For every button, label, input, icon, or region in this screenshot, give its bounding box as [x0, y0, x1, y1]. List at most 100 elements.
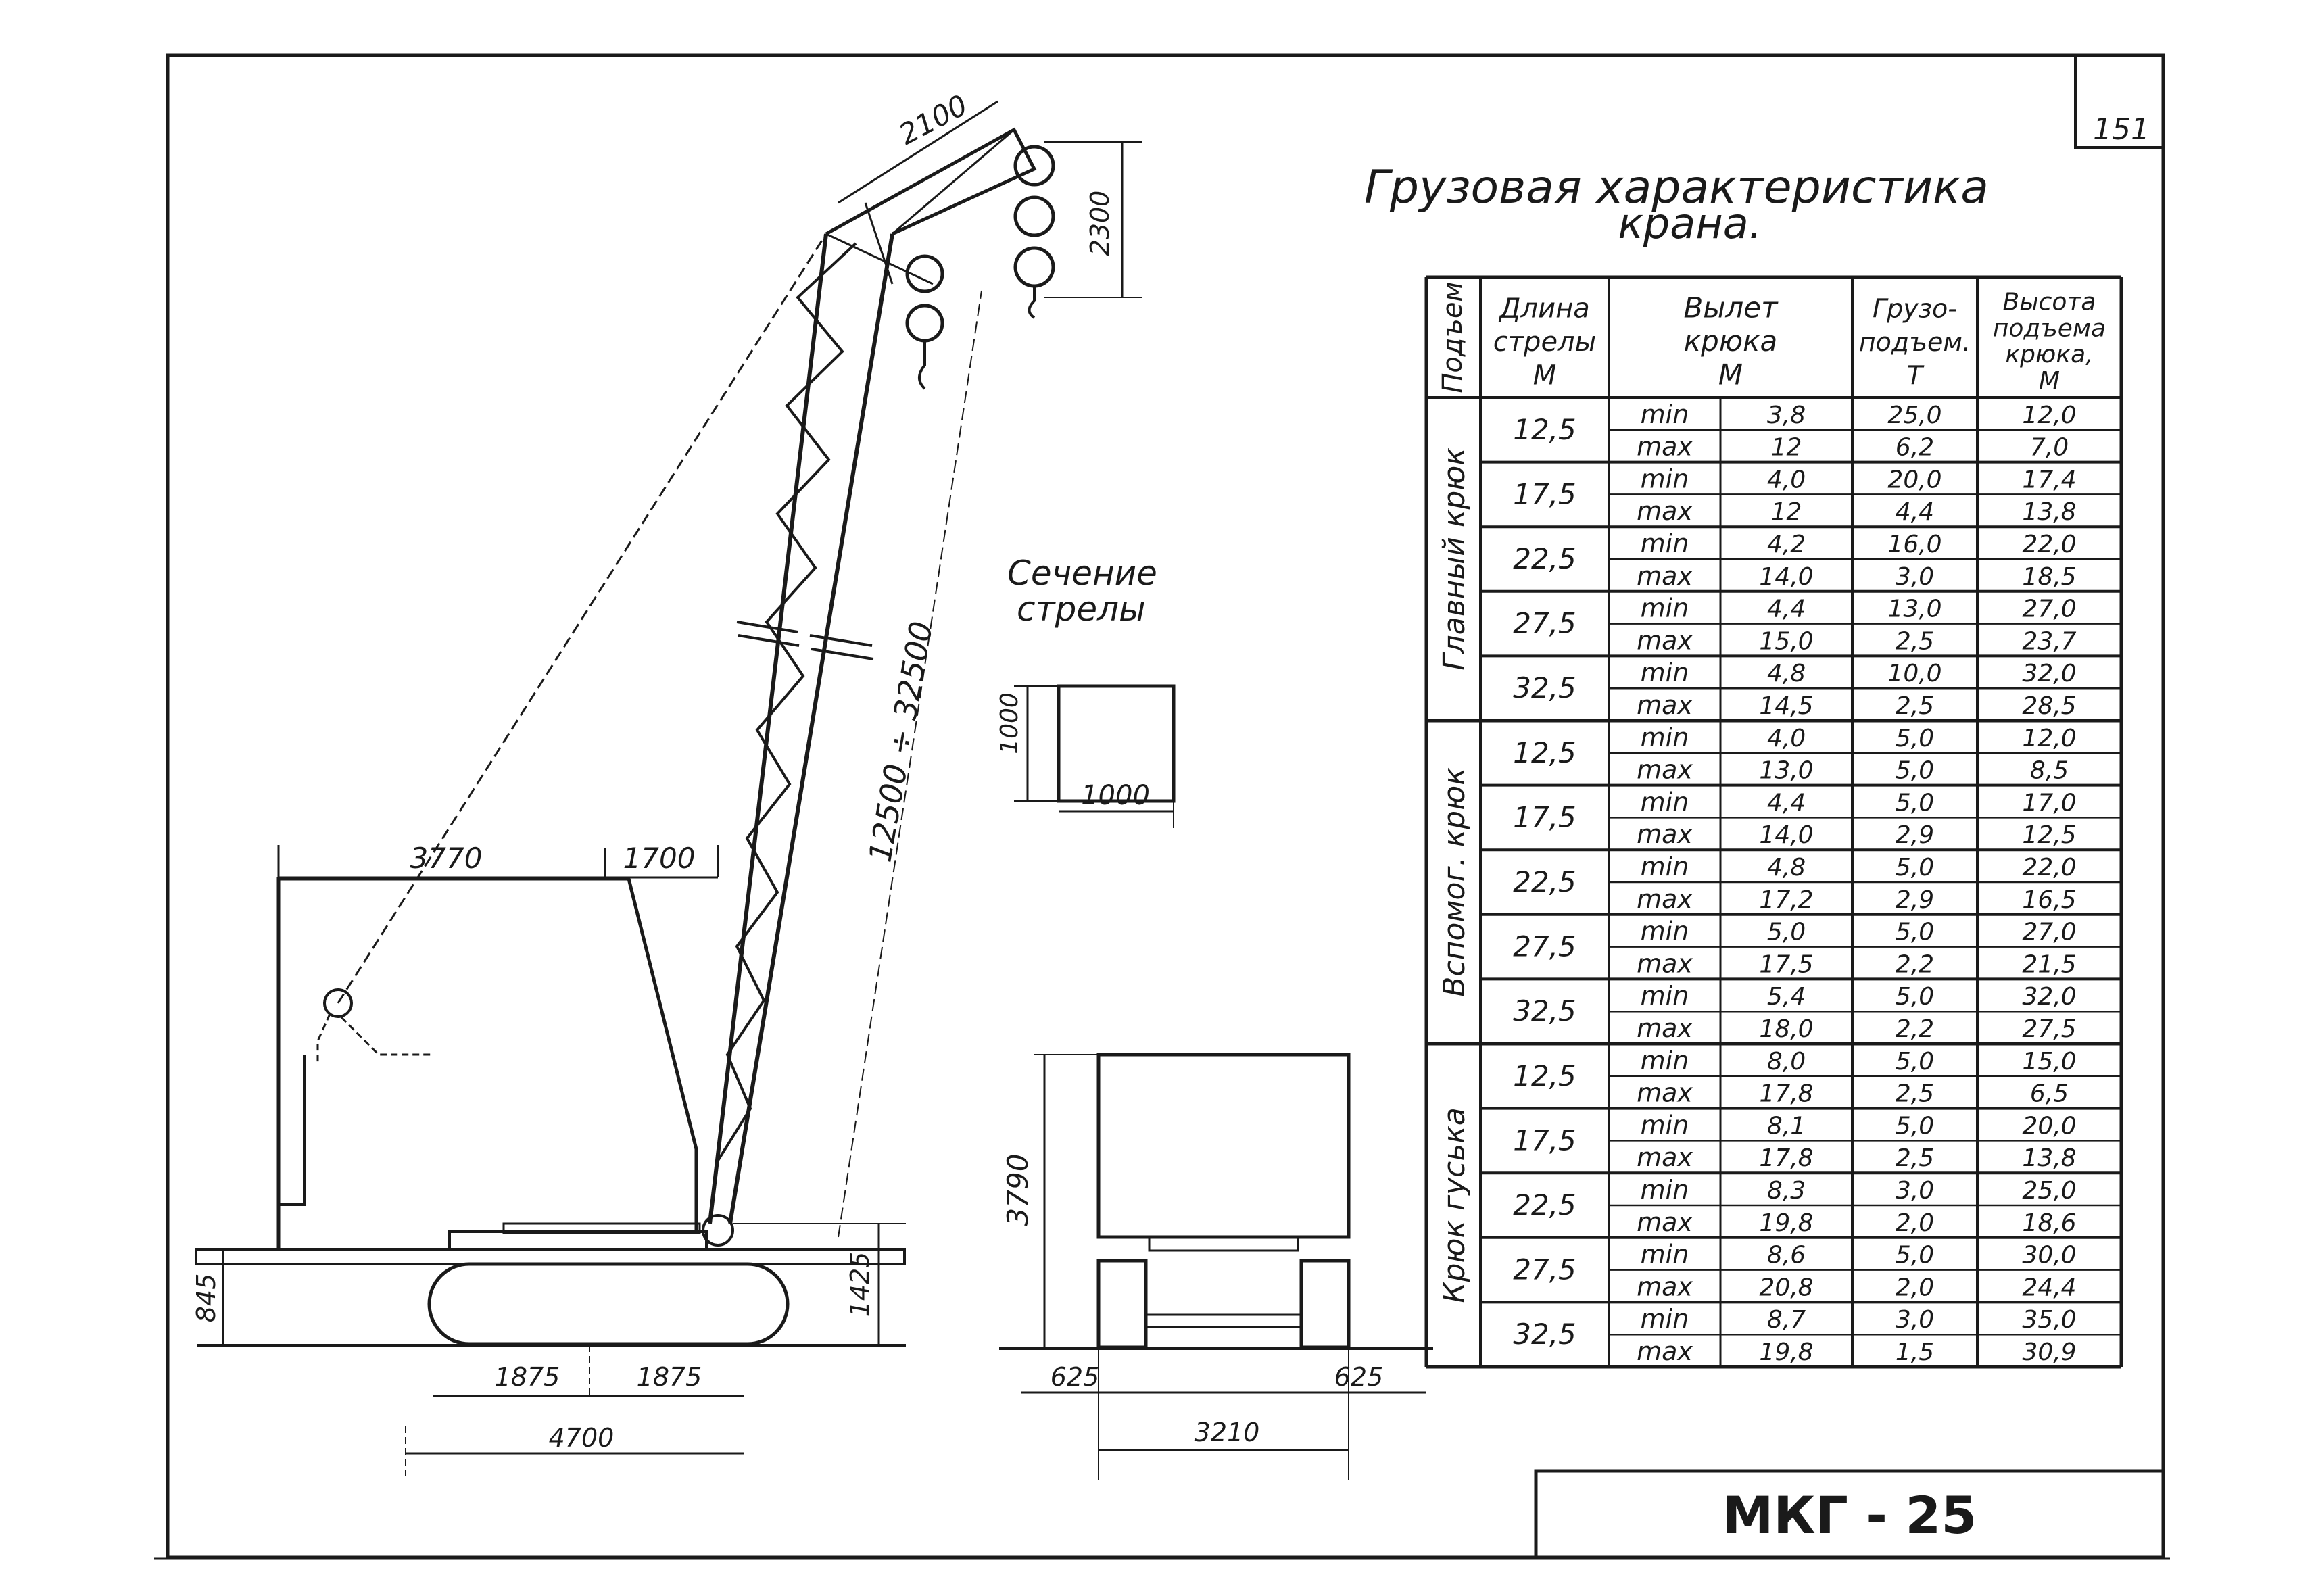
page-number-box: 151 — [2074, 55, 2163, 149]
height-cell: 13,8 — [2022, 1144, 2076, 1172]
header-boom-length: М — [1533, 360, 1557, 391]
boom — [708, 127, 1037, 1224]
height-cell: 17,0 — [2022, 789, 2076, 817]
height-cell: 30,9 — [2022, 1338, 2076, 1366]
height-cell: 23,7 — [2022, 627, 2076, 655]
mode-cell: min — [1641, 400, 1689, 429]
capacity-cell: 3,0 — [1896, 1306, 1934, 1334]
height-cell: 8,5 — [2030, 757, 2069, 785]
dim-rear-track-left: 625 — [1051, 1362, 1100, 1392]
page-number: 151 — [2093, 112, 2150, 147]
capacity-cell: 5,0 — [1896, 1242, 1934, 1269]
capacity-cell: 2,5 — [1896, 1144, 1934, 1172]
mode-cell: max — [1637, 561, 1693, 591]
dim-rear-gauge: 3210 — [1195, 1418, 1260, 1447]
boom-length-cell: 32,5 — [1513, 671, 1576, 704]
mode-cell: min — [1641, 1240, 1689, 1269]
capacity-cell: 5,0 — [1896, 983, 1934, 1011]
dim-track-height: 845 — [191, 1274, 221, 1323]
reach-cell: 17,8 — [1759, 1144, 1813, 1172]
group-label: Главный крюк — [1437, 448, 1472, 671]
height-cell: 27,0 — [2022, 919, 2076, 946]
dim-track-length: 4700 — [549, 1423, 614, 1453]
mode-cell: max — [1637, 1336, 1693, 1366]
boom-pendant — [337, 233, 827, 1004]
mode-cell: max — [1637, 948, 1693, 978]
title-block: МКГ - 25 — [1534, 1469, 2165, 1559]
reach-cell: 19,8 — [1759, 1209, 1813, 1237]
height-cell: 21,5 — [2022, 950, 2076, 978]
drawing-code: МКГ - 25 — [1722, 1485, 1977, 1545]
dim-counterweight-offset: 3770 — [410, 842, 483, 875]
mode-cell: max — [1637, 1272, 1693, 1301]
reach-cell: 5,4 — [1767, 983, 1806, 1011]
mode-cell: min — [1641, 787, 1689, 817]
height-cell: 32,0 — [2022, 983, 2076, 1011]
header-boom-length: стрелы — [1493, 327, 1596, 358]
capacity-cell: 4,4 — [1896, 498, 1934, 526]
dim-section-height: 1000 — [996, 692, 1023, 754]
side-view-dimensions: 2100 2300 12500 ÷ 32500 3770 1700 845 14… — [191, 88, 1142, 1480]
capacity-cell: 3,0 — [1896, 1177, 1934, 1205]
capacity-cell: 5,0 — [1896, 789, 1934, 817]
boom-length-cell: 27,5 — [1513, 930, 1576, 963]
height-cell: 15,0 — [2022, 1048, 2076, 1075]
capacity-cell: 5,0 — [1896, 1112, 1934, 1140]
height-cell: 7,0 — [2030, 434, 2069, 462]
reach-cell: 3,8 — [1767, 402, 1806, 429]
capacity-cell: 16,0 — [1887, 531, 1941, 558]
boom-foot-pin — [702, 1214, 734, 1247]
rear-house — [1096, 1053, 1351, 1239]
boom-length-cell: 12,5 — [1513, 1059, 1576, 1092]
mode-cell: max — [1637, 1207, 1693, 1237]
sheet-frame — [154, 53, 2170, 1560]
group-label: Крюк гуська — [1437, 1107, 1472, 1303]
table-title-line2: крана. — [1618, 199, 1762, 248]
mode-cell: max — [1637, 432, 1693, 462]
header-reach: М — [1718, 358, 1743, 391]
capacity-cell: 6,2 — [1896, 434, 1934, 462]
reach-cell: 15,0 — [1759, 627, 1813, 655]
reach-cell: 5,0 — [1767, 919, 1806, 946]
dim-boom-length: 12500 ÷ 32500 — [861, 619, 940, 865]
mode-cell: min — [1641, 594, 1689, 623]
reach-cell: 14,0 — [1759, 563, 1813, 591]
mode-cell: min — [1641, 658, 1689, 687]
height-cell: 20,0 — [2022, 1112, 2076, 1140]
capacity-cell: 2,5 — [1896, 1080, 1934, 1108]
reach-cell: 17,8 — [1759, 1080, 1813, 1108]
reach-cell: 8,1 — [1767, 1112, 1806, 1140]
table-title-line1: Грузовая характеристика — [1364, 161, 1989, 214]
capacity-cell: 25,0 — [1887, 402, 1941, 429]
height-cell: 12,0 — [2022, 402, 2076, 429]
dim-boom-foot-height: 1425 — [845, 1252, 875, 1317]
height-cell: 35,0 — [2022, 1306, 2076, 1334]
boom-length-cell: 27,5 — [1513, 607, 1576, 640]
reach-cell: 8,0 — [1767, 1048, 1806, 1075]
header-boom-length: Длина — [1498, 293, 1589, 324]
crane-rear-view: 3790 625 625 3210 — [999, 1053, 1433, 1480]
reach-cell: 4,0 — [1767, 466, 1806, 493]
height-cell: 32,0 — [2022, 660, 2076, 687]
capacity-cell: 2,2 — [1896, 1015, 1934, 1043]
height-cell: 17,4 — [2022, 466, 2076, 493]
boom-length-cell: 32,5 — [1513, 1317, 1576, 1351]
mode-cell: min — [1641, 1110, 1689, 1140]
capacity-cell: 2,0 — [1896, 1209, 1934, 1237]
height-cell: 12,5 — [2022, 821, 2076, 849]
header-hoist: Подъем — [1437, 281, 1468, 393]
mode-cell: max — [1637, 1078, 1693, 1108]
reach-cell: 4,0 — [1767, 725, 1806, 752]
mode-cell: max — [1637, 1142, 1693, 1172]
header-capacity: Грузо- — [1873, 293, 1957, 323]
reach-cell: 4,8 — [1767, 660, 1806, 687]
crane-side-view: 2100 2300 12500 ÷ 32500 3770 1700 845 14… — [191, 88, 1142, 1480]
reach-cell: 13,0 — [1759, 757, 1813, 785]
capacity-cell: 5,0 — [1896, 1048, 1934, 1075]
mode-cell: min — [1641, 1304, 1689, 1334]
reach-cell: 19,8 — [1759, 1338, 1813, 1366]
height-cell: 25,0 — [2022, 1177, 2076, 1205]
height-cell: 16,5 — [2022, 886, 2076, 914]
